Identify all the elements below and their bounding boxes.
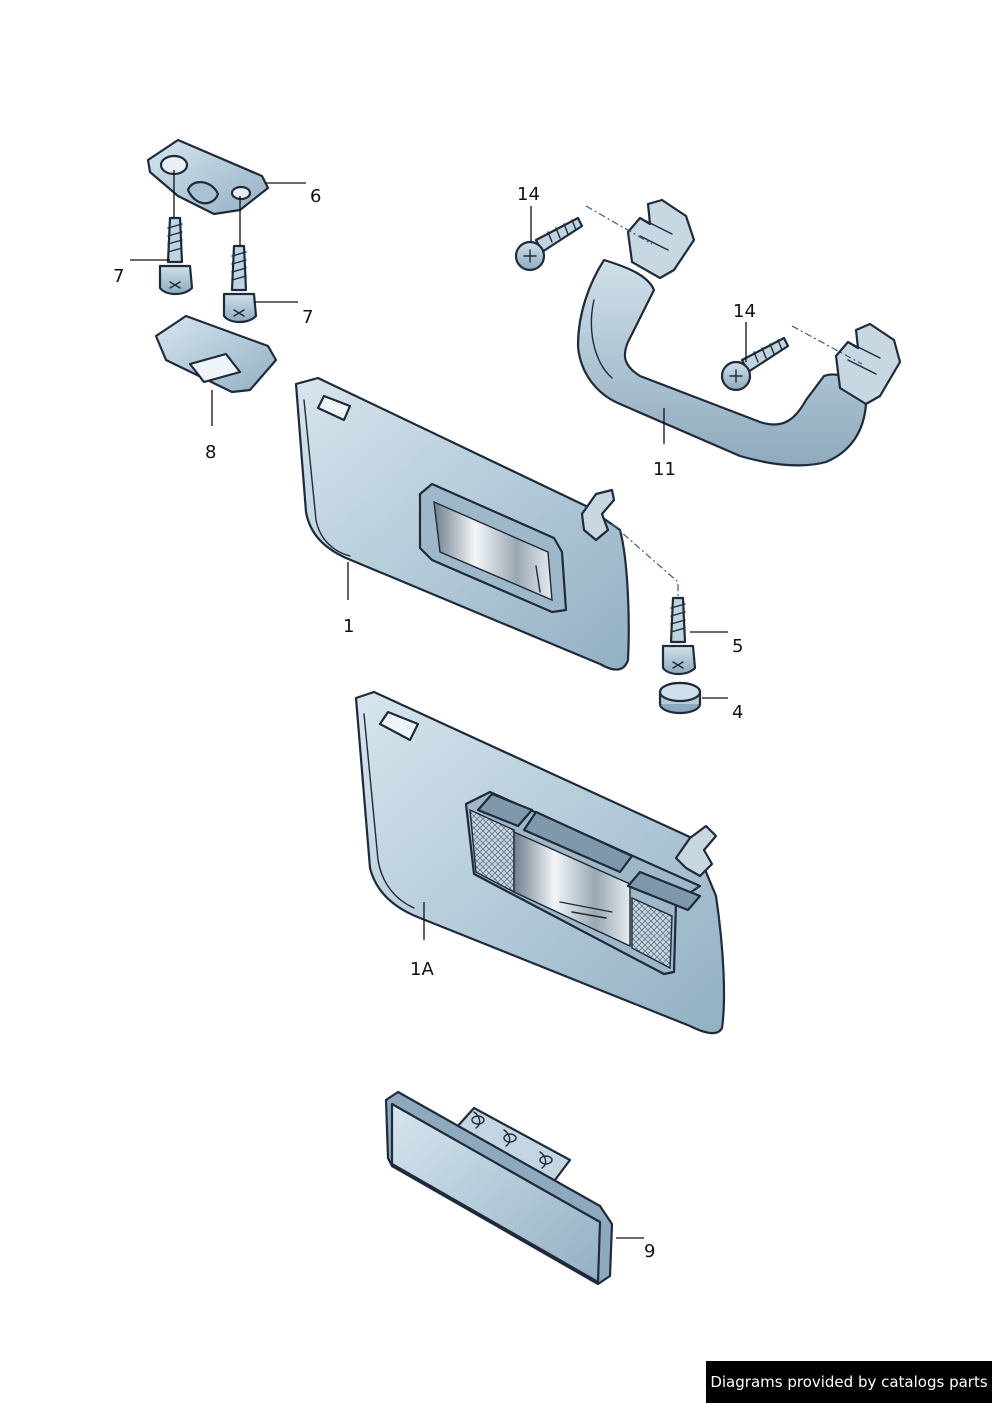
- callout-7-left: 7: [113, 266, 124, 287]
- sun-visor-illuminated: [354, 690, 726, 1035]
- callout-11: 11: [653, 459, 676, 480]
- callout-1a: 1A: [410, 959, 434, 980]
- screw-5: [661, 596, 697, 676]
- footer-credit: Diagrams provided by catalogs parts: [706, 1361, 992, 1403]
- screw-7-right: [222, 244, 258, 324]
- callout-5: 5: [732, 636, 743, 657]
- screw-14-lower: [720, 336, 790, 392]
- callout-14-upper: 14: [517, 184, 540, 205]
- screw-14-upper: [514, 216, 584, 272]
- callout-8: 8: [205, 442, 216, 463]
- grab-handle: [576, 198, 902, 467]
- screw-7-left: [158, 216, 194, 296]
- rear-view-mirror: [384, 1090, 614, 1286]
- callout-1: 1: [343, 616, 354, 637]
- cap-4: [658, 681, 702, 715]
- callout-7-right: 7: [302, 307, 313, 328]
- sun-visor: [294, 376, 630, 671]
- leader-lines: [130, 182, 747, 1239]
- visor-clip-cover: [154, 314, 278, 394]
- visor-mount-bracket: [146, 138, 270, 216]
- callout-14-lower: 14: [733, 301, 756, 322]
- callout-6: 6: [310, 186, 321, 207]
- callout-9: 9: [644, 1241, 655, 1262]
- callout-4: 4: [732, 702, 743, 723]
